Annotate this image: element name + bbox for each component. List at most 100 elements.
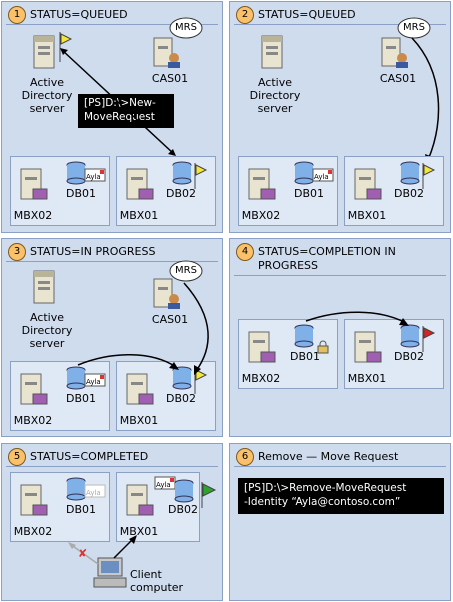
panel-header: 1 STATUS=QUEUED [6, 6, 218, 25]
cas-server-icon [153, 278, 180, 309]
mailbox-icon [84, 168, 106, 182]
mbx02-label: MBX02 [13, 414, 53, 427]
cas-server-icon [381, 37, 408, 68]
server-icon [126, 168, 154, 200]
database-icon [172, 366, 192, 390]
database-icon [294, 324, 314, 348]
db02-label: DB02 [393, 187, 424, 200]
server-icon [33, 270, 55, 304]
mbx02-label: MBX02 [241, 209, 281, 222]
ayla-mailbox-label: Ayla [86, 173, 101, 181]
cas-server-icon [153, 37, 180, 68]
mbx01-box: Ayla DB02 MBX01 [116, 472, 200, 542]
mrs-bubble [397, 17, 431, 39]
flag-icon [201, 482, 217, 508]
lock-icon [317, 340, 329, 354]
server-icon [354, 331, 382, 363]
database-icon [400, 324, 420, 348]
panel-header: 4 STATUS=COMPLETION IN PROGRESS [234, 243, 446, 276]
remove-move-request-command: [PS]D:\>Remove-MoveRequest -Identity “Ay… [238, 478, 444, 514]
mbx02-box: Ayla DB01 MBX02 [10, 472, 110, 542]
mbx02-label: MBX02 [13, 209, 53, 222]
ayla-mailbox-label: Ayla [156, 481, 171, 489]
panel-header: 6 Remove — Move Request [234, 448, 446, 467]
panel-title: STATUS=COMPLETION IN PROGRESS [258, 245, 396, 272]
step-badge: 4 [236, 243, 254, 261]
new-move-request-command: [PS]D:\>New- MoveRequest [78, 94, 174, 128]
server-icon [20, 168, 48, 200]
mailbox-icon [312, 168, 334, 182]
server-icon [33, 35, 55, 69]
db01-label: DB01 [65, 392, 96, 405]
panel-title: STATUS=QUEUED [30, 8, 128, 21]
flag-icon [59, 32, 73, 62]
ayla-mailbox-label: Ayla [314, 173, 329, 181]
mrs-label: MRS [403, 22, 425, 33]
database-icon [174, 479, 194, 503]
request-arrow [60, 48, 176, 156]
ayla-mailbox-label: Ayla [86, 489, 101, 497]
db01-label: DB01 [289, 350, 320, 363]
database-icon [66, 161, 86, 185]
ad-server-label: Active Directory server [21, 311, 73, 350]
ayla-mailbox-label: Ayla [86, 378, 101, 386]
database-icon [294, 161, 314, 185]
panel-5: 5 STATUS=COMPLETED Ayla DB01 MBX02 Ayla [1, 443, 223, 601]
panel-title: Remove — Move Request [258, 450, 399, 463]
move-arrows [77, 282, 209, 375]
disconnected-x-icon: ✘ [78, 547, 87, 560]
server-icon [20, 484, 48, 516]
server-icon [126, 484, 154, 516]
move-arrow [305, 311, 409, 326]
mbx02-label: MBX02 [241, 372, 281, 385]
cas-label: CAS01 [151, 313, 189, 326]
mrs-bubble [169, 17, 203, 39]
client-computer-label: Client computer [130, 568, 184, 594]
db01-label: DB01 [293, 187, 324, 200]
db01-label: DB01 [65, 503, 96, 516]
mbx01-box: DB02 MBX01 [116, 361, 216, 431]
mbx02-label: MBX02 [13, 525, 53, 538]
db02-label: DB02 [167, 503, 198, 516]
mbx01-label: MBX01 [347, 372, 387, 385]
mbx01-box: DB02 MBX01 [116, 156, 216, 226]
mrs-label: MRS [175, 22, 197, 33]
server-icon [248, 168, 276, 200]
server-icon [248, 331, 276, 363]
panel-header: 3 STATUS=IN PROGRESS [6, 243, 218, 262]
server-icon [20, 373, 48, 405]
db02-label: DB02 [393, 350, 424, 363]
faded-mailbox-icon [84, 484, 106, 498]
panel-4: 4 STATUS=COMPLETION IN PROGRESS DB01 MBX… [229, 238, 451, 437]
mailbox-icon [84, 373, 106, 387]
panel-title: STATUS=IN PROGRESS [30, 245, 156, 258]
mbx02-box: DB01 MBX02 [238, 319, 338, 389]
database-icon [66, 366, 86, 390]
server-icon [126, 373, 154, 405]
db02-label: DB02 [165, 187, 196, 200]
step-badge: 3 [8, 243, 26, 261]
mbx01-box: DB02 MBX01 [344, 319, 444, 389]
database-icon [400, 161, 420, 185]
panel-6: 6 Remove — Move Request [PS]D:\>Remove-M… [229, 443, 451, 601]
mrs-bubble [169, 260, 203, 282]
client-computer-icon [93, 557, 127, 588]
mbx01-label: MBX01 [119, 209, 159, 222]
panel-title: STATUS=QUEUED [258, 8, 356, 21]
mbx01-label: MBX01 [119, 525, 159, 538]
flag-icon [194, 163, 208, 189]
db02-label: DB02 [165, 392, 196, 405]
mbx01-box: DB02 MBX01 [344, 156, 444, 226]
cas-label: CAS01 [151, 72, 189, 85]
server-icon [261, 35, 283, 69]
panel-header: 2 STATUS=QUEUED [234, 6, 446, 25]
cas-label: CAS01 [379, 72, 417, 85]
step-badge: 1 [8, 6, 26, 24]
database-icon [172, 161, 192, 185]
server-icon [354, 168, 382, 200]
panel-1: 1 STATUS=QUEUED Active Directory server … [1, 1, 223, 233]
mrs-label: MRS [175, 265, 197, 276]
flag-icon [422, 326, 436, 352]
panel-title: STATUS=COMPLETED [30, 450, 149, 463]
mbx01-label: MBX01 [347, 209, 387, 222]
